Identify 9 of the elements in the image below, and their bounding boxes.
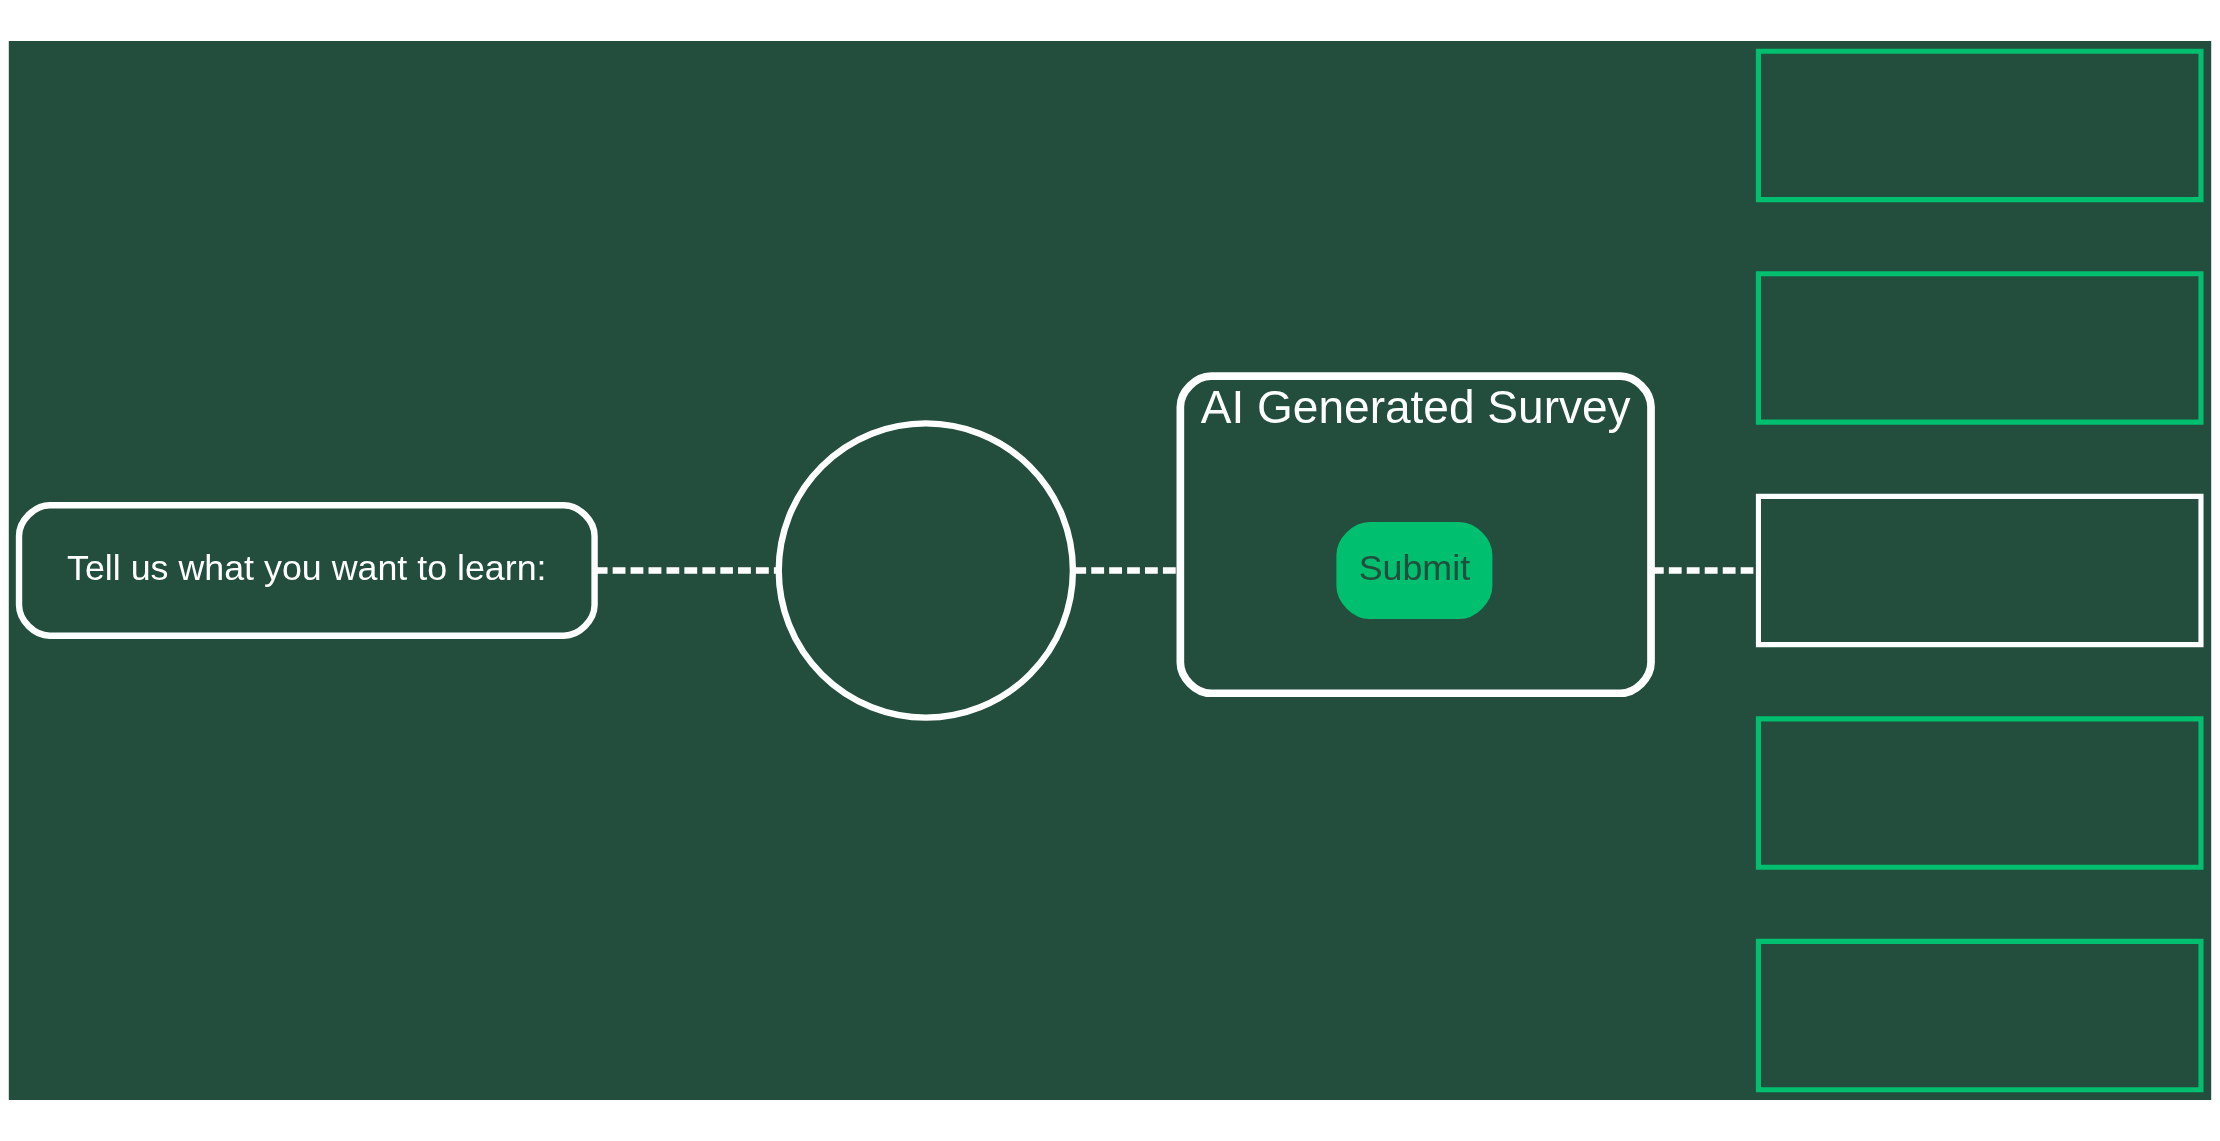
node-box <box>1755 271 2204 425</box>
connector <box>594 567 779 574</box>
node-box <box>1755 716 2204 870</box>
node-box <box>1755 48 2204 203</box>
node-box: Tell us what you want to learn: <box>15 502 598 639</box>
node-box <box>1755 938 2204 1093</box>
node-circle <box>775 420 1077 721</box>
node-box <box>1755 493 2204 648</box>
node-box: Submit <box>1336 521 1493 620</box>
